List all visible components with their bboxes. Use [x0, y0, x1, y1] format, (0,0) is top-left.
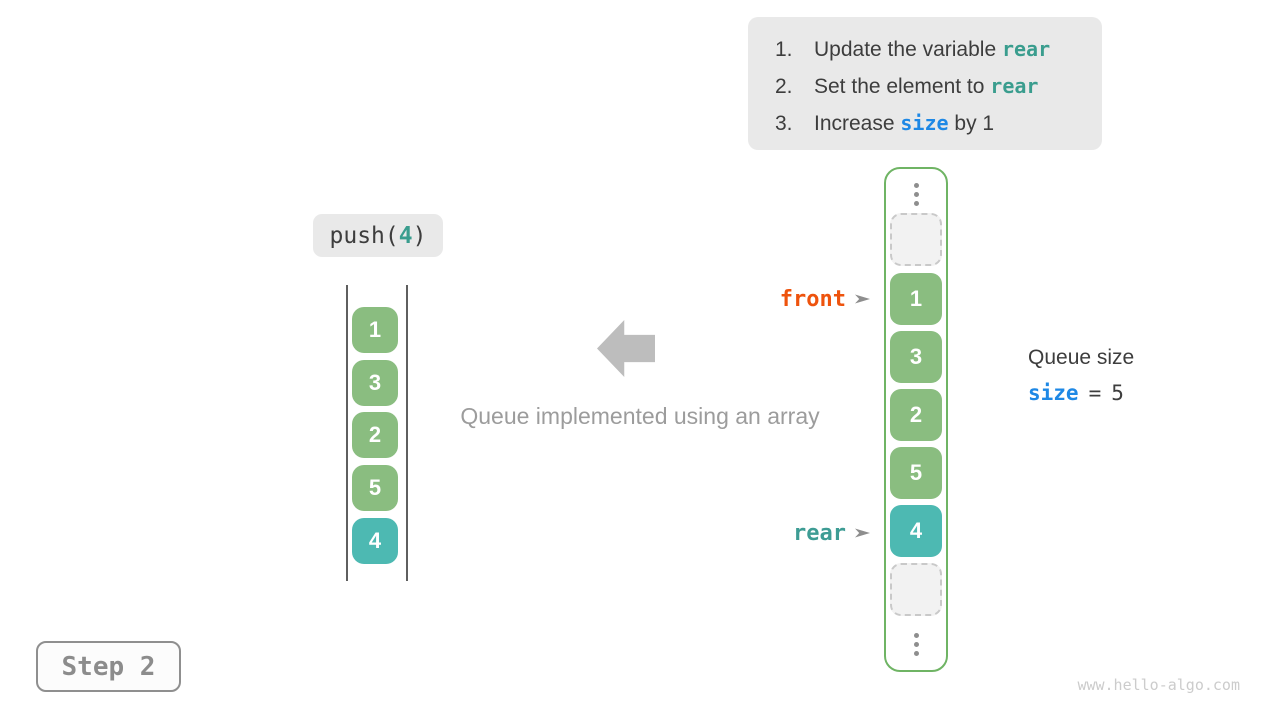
queue-cell: 2	[352, 412, 398, 458]
diagram-caption: Queue implemented using an array	[460, 403, 820, 429]
empty-cell	[890, 563, 942, 616]
empty-cell	[890, 213, 942, 266]
right-arrowhead-icon	[855, 294, 870, 304]
array-cell: 5	[890, 447, 942, 499]
instruction-text: Increase size by 1	[814, 105, 994, 142]
push-close-paren: )	[412, 222, 427, 249]
instruction-post: by 1	[948, 112, 995, 135]
instruction-panel: 1. Update the variable rear 2. Set the e…	[748, 17, 1102, 150]
right-arrowhead-icon	[855, 528, 870, 538]
rear-pointer: rear	[720, 520, 870, 546]
array-cell: 1	[890, 273, 942, 325]
size-variable: size	[1028, 381, 1079, 405]
step-badge: Step 2	[36, 641, 181, 692]
watermark: www.hello-algo.com	[1077, 676, 1240, 694]
queue-size-expression: size = 5	[1028, 381, 1134, 405]
queue-cell: 5	[352, 465, 398, 511]
push-call-badge: push(4)	[313, 214, 443, 257]
instruction-text: Set the element to rear	[814, 68, 1038, 105]
instruction-item: 3. Increase size by 1	[775, 105, 1102, 142]
push-function-text: push(	[329, 222, 399, 249]
queue-cell: 3	[352, 360, 398, 406]
size-code-token: size	[900, 111, 949, 135]
instruction-item: 1. Update the variable rear	[775, 31, 1102, 68]
queue-size-title: Queue size	[1028, 346, 1135, 369]
queue-size-panel: Queue size size = 5	[1028, 344, 1134, 405]
instruction-pre: Update the variable	[814, 38, 1002, 61]
instruction-number: 1.	[775, 38, 793, 61]
size-value: 5	[1111, 381, 1124, 405]
queue-wall-right	[406, 285, 408, 581]
queue-wall-left	[346, 285, 348, 581]
rear-code-token: rear	[990, 74, 1039, 98]
instruction-item: 2. Set the element to rear	[775, 68, 1102, 105]
instruction-number: 2.	[775, 75, 793, 98]
left-block-arrow-icon	[597, 320, 655, 377]
front-pointer: front	[720, 286, 870, 312]
instruction-pre: Set the element to	[814, 75, 991, 98]
front-pointer-label: front	[779, 286, 846, 312]
instruction-number: 3.	[775, 112, 793, 135]
queue-cell: 1	[352, 307, 398, 353]
array-cell-new: 4	[890, 505, 942, 557]
push-argument-value: 4	[398, 222, 413, 249]
array-container: 1 3 2 5 4	[884, 167, 948, 672]
equals-sign: =	[1088, 381, 1102, 405]
array-cell: 3	[890, 331, 942, 383]
array-cell: 2	[890, 389, 942, 441]
instruction-text: Update the variable rear	[814, 31, 1050, 68]
rear-pointer-label: rear	[793, 520, 846, 546]
instruction-pre: Increase	[814, 112, 901, 135]
queue-cell-new: 4	[352, 518, 398, 564]
vertical-ellipsis-icon	[886, 183, 946, 206]
rear-code-token: rear	[1001, 37, 1051, 61]
vertical-ellipsis-icon	[886, 633, 946, 656]
